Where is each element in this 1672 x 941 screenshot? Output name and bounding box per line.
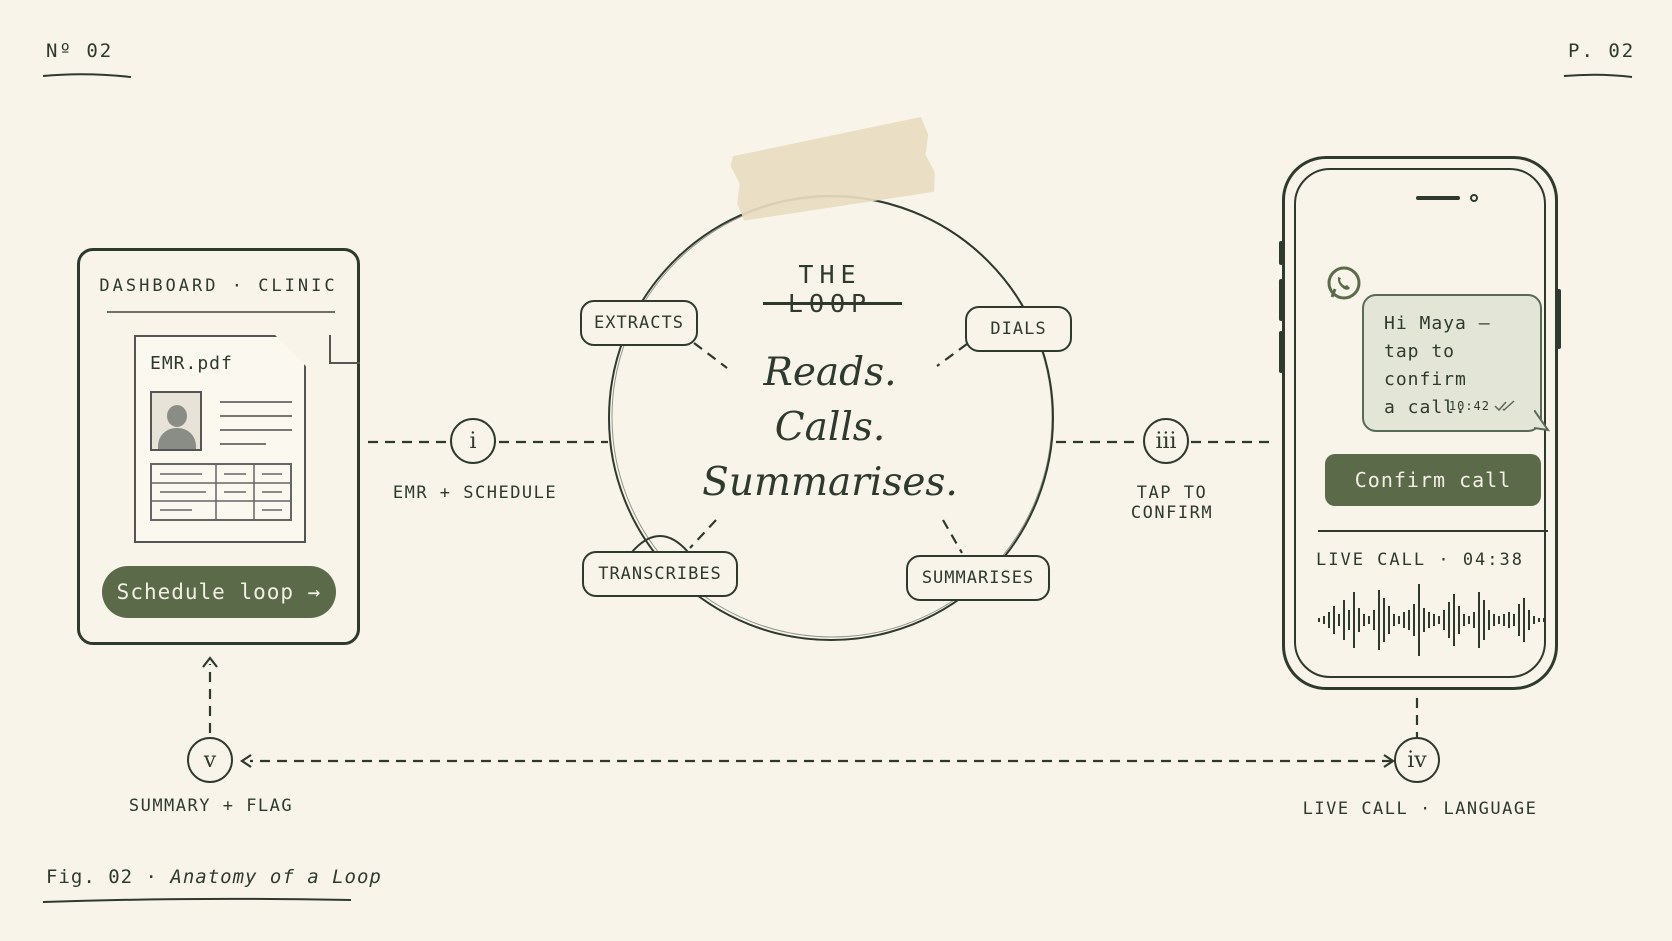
- text-line: [220, 415, 292, 417]
- step-iii-label: TAP TO CONFIRM: [1130, 483, 1214, 523]
- document-table: [150, 463, 292, 521]
- figure-caption: Fig. 02 · Anatomy of a Loop: [46, 866, 382, 888]
- page-number: P. 02: [1568, 40, 1636, 62]
- phone-camera: [1470, 194, 1478, 202]
- step-iii-marker: iii: [1143, 418, 1189, 464]
- message-timestamp: 10:42: [1449, 392, 1516, 420]
- loop-title: THE LOOP: [787, 260, 873, 318]
- page-fold-icon: [329, 335, 360, 364]
- emr-document[interactable]: EMR.pdf: [134, 335, 306, 543]
- step-v-marker: v: [187, 737, 233, 783]
- double-check-icon: [1494, 400, 1515, 412]
- message-line: tap to confirm: [1384, 341, 1467, 390]
- dashboard-title: DASHBOARD · CLINIC: [99, 276, 338, 296]
- divider: [1318, 530, 1548, 532]
- bubble-tail: [1534, 410, 1551, 432]
- tagline-calls: Calls.: [774, 405, 886, 450]
- text-line: [220, 401, 292, 403]
- message-bubble: Hi Maya — tap to confirm a call. 10:42: [1362, 294, 1542, 432]
- whatsapp-icon: [1327, 266, 1361, 300]
- confirm-call-button[interactable]: Confirm call: [1325, 454, 1541, 506]
- document-filename: EMR.pdf: [150, 353, 233, 374]
- step-iv-label: LIVE CALL · LANGUAGE: [1302, 799, 1538, 819]
- live-call-status: LIVE CALL · 04:38: [1316, 550, 1524, 570]
- audio-waveform: [1318, 584, 1545, 656]
- message-line: a call.: [1384, 397, 1467, 418]
- stage-extracts: EXTRACTS: [580, 300, 698, 346]
- step-i-label: EMR + SCHEDULE: [392, 483, 558, 503]
- stage-summarises: SUMMARISES: [906, 555, 1050, 601]
- tagline-reads: Reads.: [763, 350, 897, 395]
- phone-side-button: [1279, 241, 1283, 265]
- issue-number: Nº 02: [46, 40, 114, 62]
- stage-transcribes: TRANSCRIBES: [582, 551, 738, 597]
- message-line: Hi Maya —: [1384, 313, 1491, 334]
- dashboard-card: DASHBOARD · CLINIC EMR.pdf: [77, 248, 360, 645]
- step-v-label: SUMMARY + FLAG: [128, 796, 294, 816]
- phone-side-button: [1279, 331, 1283, 373]
- patient-avatar: [150, 391, 202, 451]
- tagline-summarises: Summarises.: [702, 460, 958, 505]
- text-line: [220, 443, 266, 445]
- phone-side-button: [1279, 279, 1283, 321]
- phone-frame: Hi Maya — tap to confirm a call. 10:42 C…: [1279, 156, 1561, 690]
- step-i-marker: i: [450, 418, 496, 464]
- step-iv-marker: iv: [1394, 737, 1440, 783]
- phone-screen: Hi Maya — tap to confirm a call. 10:42 C…: [1294, 168, 1551, 678]
- schedule-loop-button[interactable]: Schedule loop →: [102, 566, 336, 618]
- figure-title: Anatomy of a Loop: [170, 866, 382, 888]
- phone-speaker: [1416, 196, 1460, 200]
- divider: [107, 311, 335, 313]
- phone-side-button: [1557, 289, 1561, 349]
- title-underline: [763, 302, 902, 305]
- stage-dials: DIALS: [965, 306, 1072, 352]
- text-line: [220, 429, 292, 431]
- message-time: 10:42: [1448, 399, 1490, 413]
- figure-number: Fig. 02 ·: [46, 866, 158, 888]
